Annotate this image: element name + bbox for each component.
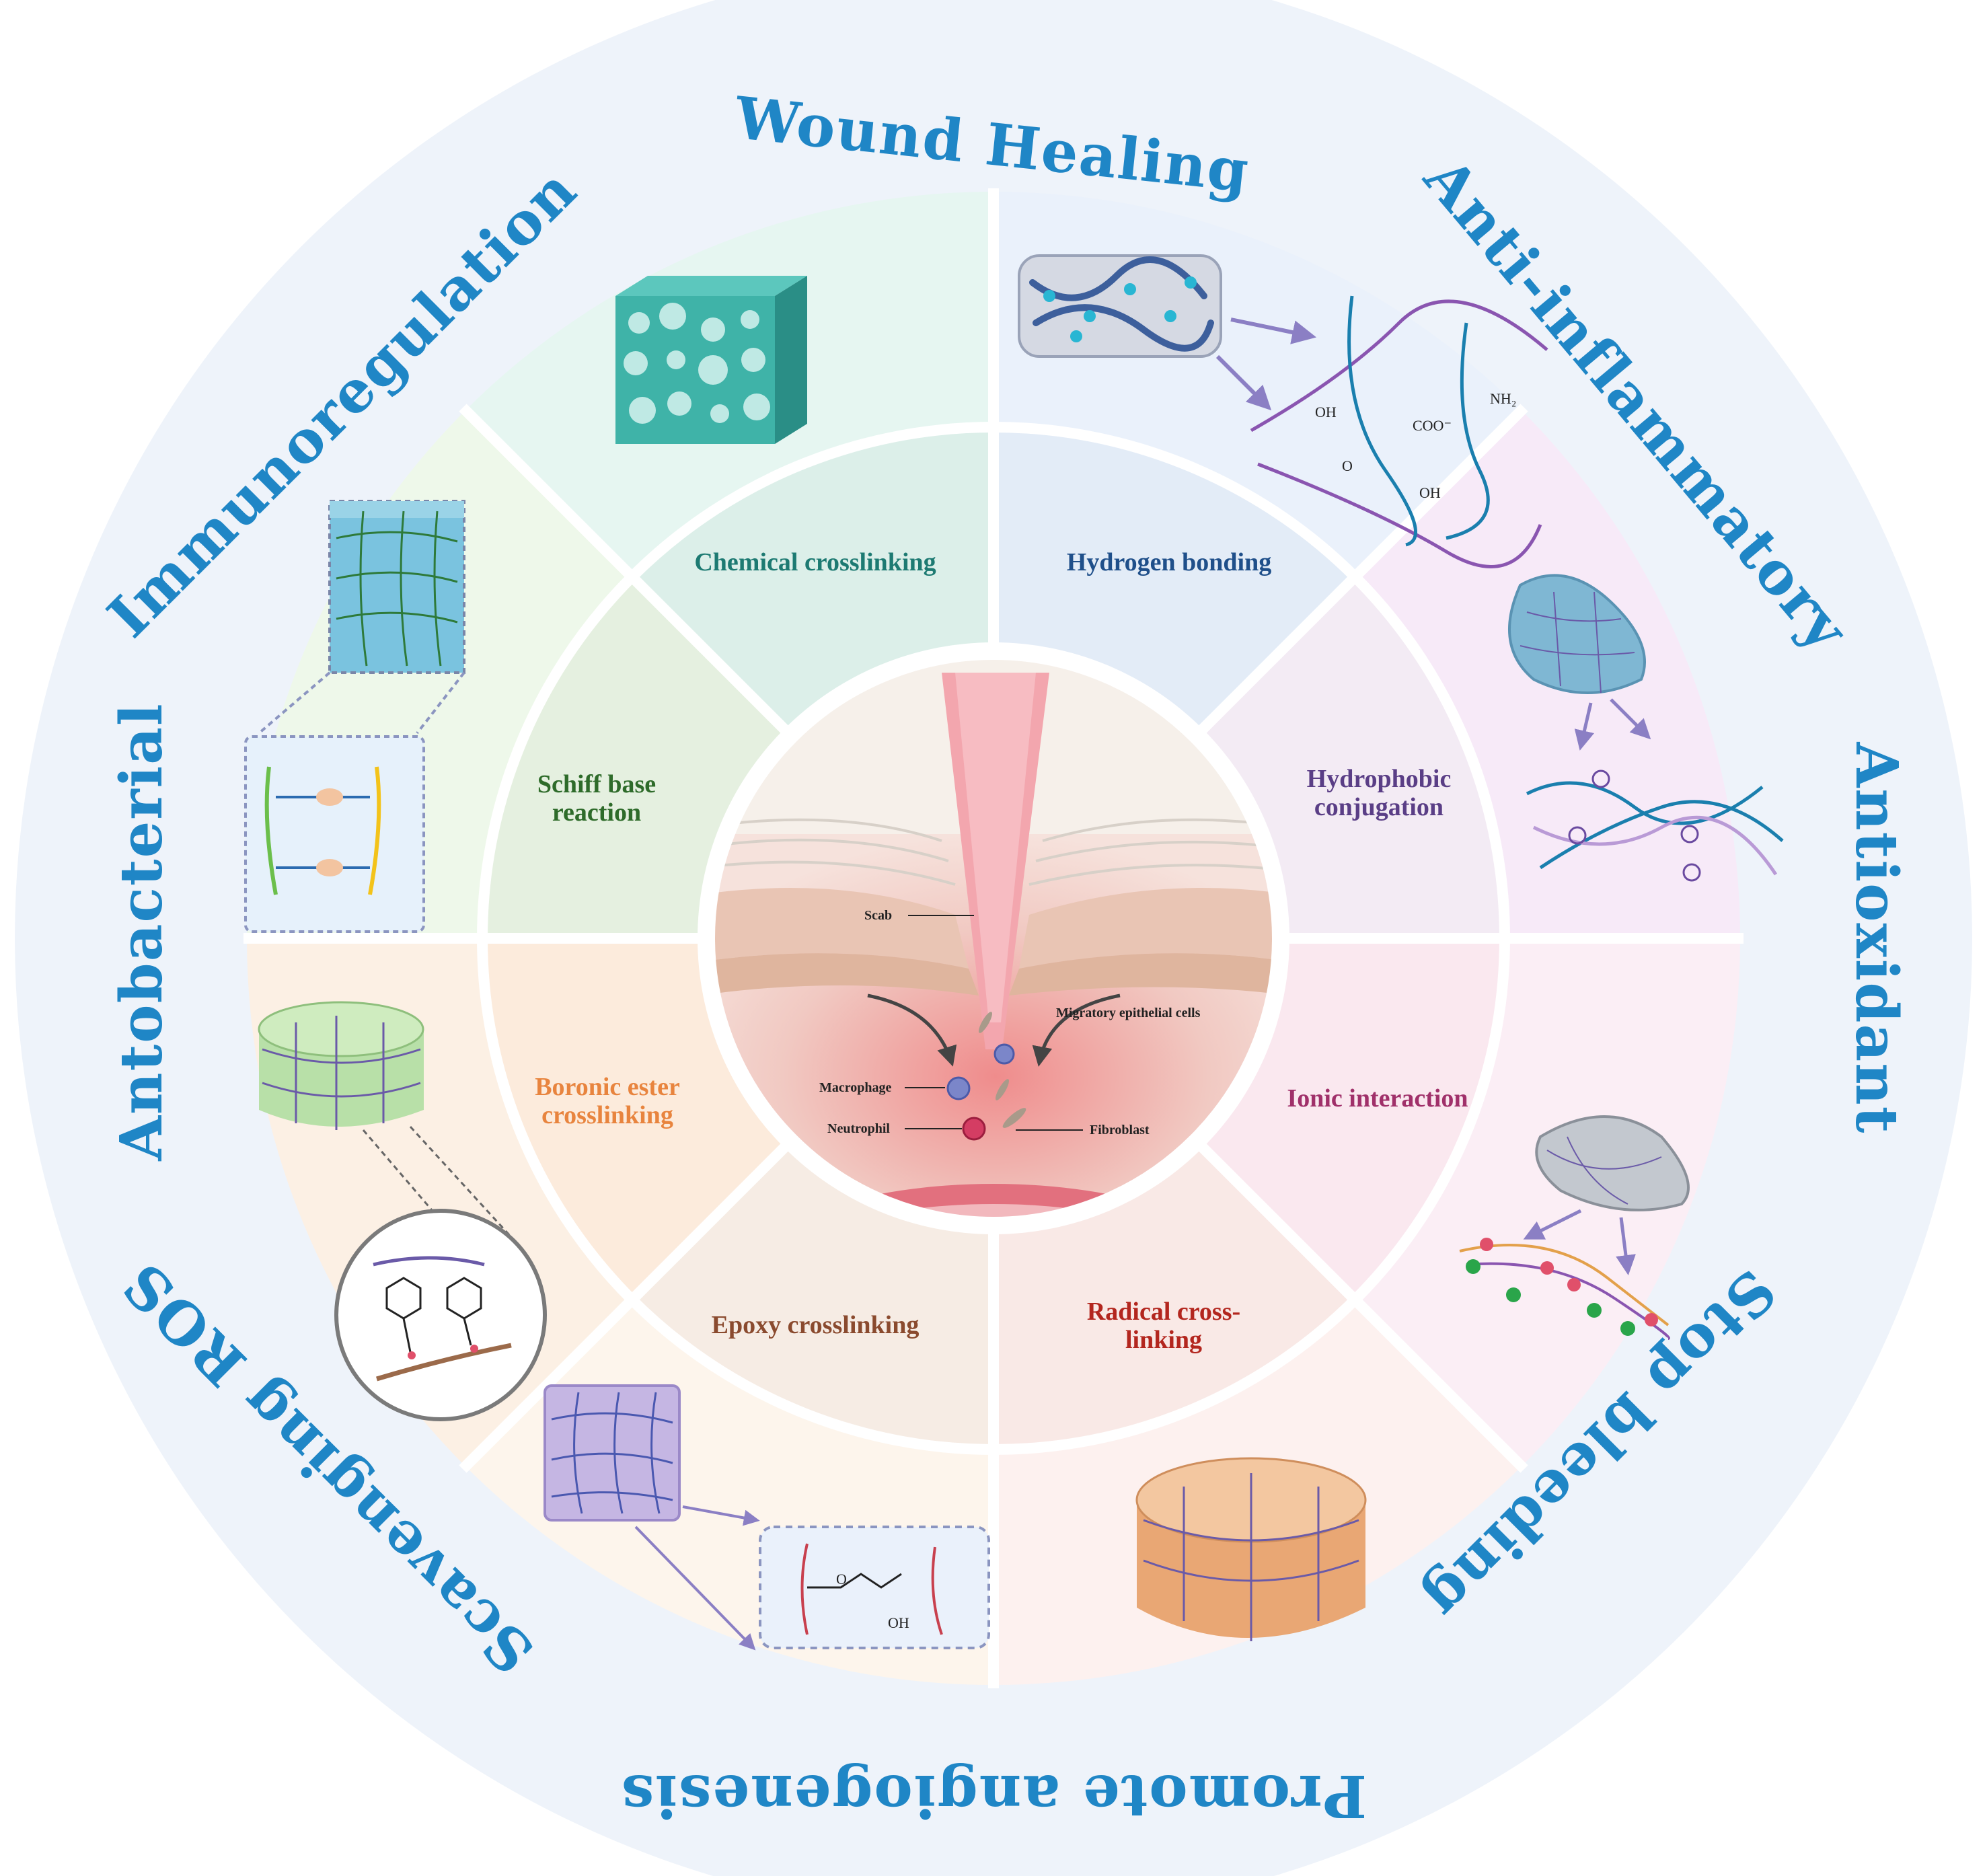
mechanism-schiff-line2: reaction: [552, 798, 641, 827]
fibroblast-cell: [1002, 1108, 1026, 1128]
svg-text:OH: OH: [1315, 404, 1337, 420]
svg-text:O: O: [836, 1571, 847, 1587]
mechanism-chemical-crosslinking: Chemical crosslinking: [694, 548, 936, 576]
schiff-base-cube-icon: [328, 500, 465, 674]
macrophage-label: Macrophage: [819, 1080, 892, 1095]
mechanism-hydrogen-bonding: Hydrogen bonding: [1067, 548, 1271, 576]
ionic-chain-icon: [1459, 1238, 1670, 1340]
mechanism-boronic-line1: Boronic ester: [535, 1073, 680, 1101]
neutrophil-cell: [962, 1117, 986, 1141]
porous-scaffold-cube-icon: [615, 276, 807, 444]
mechanism-schiff-line1: Schiff base: [537, 770, 656, 798]
svg-text:NH₂: NH₂: [1490, 390, 1516, 407]
mechanism-boronic-line2: crosslinking: [541, 1101, 673, 1129]
scab-label: Scab: [864, 908, 892, 923]
hydrogel-droplet-icon: [1508, 574, 1646, 694]
hydrophobic-chains-icon: [1526, 770, 1784, 882]
inner-ring-border: [477, 422, 1510, 1455]
macrophage-cell: [946, 1076, 971, 1100]
epoxy-structure-icon: O OH: [759, 1526, 990, 1649]
hydrogel-cylinder-icon: [1135, 1457, 1367, 1641]
svg-text:OH: OH: [888, 1614, 909, 1631]
ionic-droplet-icon: [1535, 1115, 1690, 1211]
boronic-ester-zoom-icon: [334, 1209, 547, 1421]
svg-text:O: O: [1342, 457, 1353, 474]
mechanism-ionic-interaction: Ionic interaction: [1287, 1084, 1468, 1113]
svg-text:OH: OH: [1419, 484, 1441, 501]
neutrophil-label: Neutrophil: [827, 1121, 890, 1136]
mechanism-hydrophobic-line1: Hydrophobic: [1307, 765, 1452, 793]
outer-label-promote-angiogenesis: Promote angiogenesis: [620, 1762, 1367, 1830]
outer-label-antobacterial: Antobacterial: [108, 702, 176, 1161]
mechanism-epoxy-crosslinking: Epoxy crosslinking: [712, 1311, 920, 1339]
mechanism-hydrophobic-line2: conjugation: [1314, 793, 1444, 821]
epoxy-cube-icon: [543, 1384, 681, 1522]
mechanism-radical-line1: Radical cross-: [1087, 1298, 1240, 1326]
boronic-cylinder-icon: [258, 1001, 424, 1130]
schiff-base-zoom-icon: [244, 735, 425, 933]
outer-label-antioxidant: Antioxidant: [1842, 741, 1910, 1134]
hydrogel-block-icon: [1018, 254, 1222, 358]
fibroblast-label: Fibroblast: [1090, 1123, 1150, 1137]
macrophage-cell: [994, 1043, 1015, 1065]
svg-text:COO⁻: COO⁻: [1413, 417, 1452, 434]
migratory-epithelial-cells-label: Migratory epithelial cells: [1056, 1006, 1201, 1020]
mechanism-radical-line2: linking: [1125, 1326, 1202, 1354]
polymer-network-icon: OH COO⁻ OH NH₂ O: [1250, 295, 1548, 568]
